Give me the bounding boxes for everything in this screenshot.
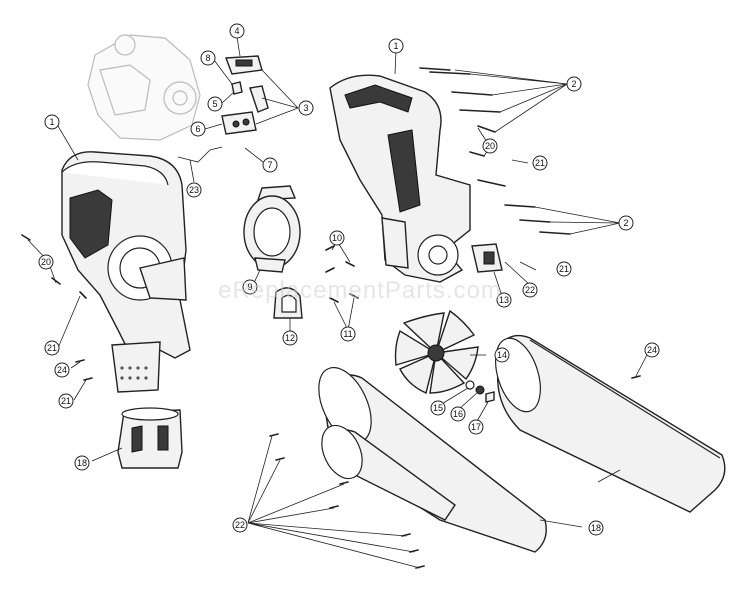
callout-16: 16: [450, 406, 466, 422]
callout-24-right: 24: [644, 342, 660, 358]
screws: [21, 67, 641, 569]
svg-text:1: 1: [49, 117, 54, 127]
callout-14: 14: [494, 347, 510, 363]
engine-reference-ghost: [87, 34, 201, 141]
callout-15: 15: [430, 400, 446, 416]
callout-bubbles: 1 1 2 2 3 4 5 6 7 8 9 10 11 12 13 14 15 …: [38, 23, 660, 536]
right-housing-half: [329, 74, 471, 283]
callout-20-right: 20: [482, 138, 498, 154]
callout-1-left: 1: [44, 114, 60, 130]
callout-22-a: 22: [522, 282, 538, 298]
callout-21-c: 21: [44, 340, 60, 356]
callout-18-bottom: 18: [588, 520, 604, 536]
callout-4: 4: [229, 23, 245, 39]
svg-text:16: 16: [453, 409, 463, 419]
svg-text:23: 23: [189, 185, 199, 195]
svg-text:13: 13: [499, 295, 509, 305]
rod-23: [177, 146, 223, 163]
svg-text:24: 24: [57, 365, 67, 375]
svg-text:12: 12: [285, 333, 295, 343]
callout-21-b: 21: [556, 261, 572, 277]
fan-cover-plate: [243, 185, 301, 273]
svg-text:18: 18: [591, 523, 601, 533]
callout-20-left: 20: [38, 254, 54, 270]
callout-2-upper: 2: [566, 76, 582, 92]
svg-text:24: 24: [647, 345, 657, 355]
callout-23: 23: [186, 182, 202, 198]
svg-text:18: 18: [77, 458, 87, 468]
svg-text:3: 3: [303, 103, 308, 113]
callout-18-left: 18: [74, 455, 90, 471]
svg-text:6: 6: [195, 124, 200, 134]
washers-and-nut: [465, 380, 495, 403]
svg-text:14: 14: [497, 350, 507, 360]
svg-text:15: 15: [433, 403, 443, 413]
svg-text:22: 22: [235, 520, 245, 530]
callout-21-d: 21: [58, 393, 74, 409]
callout-21-a: 21: [532, 155, 548, 171]
bracket-part: [273, 287, 303, 319]
callout-5: 5: [207, 96, 223, 112]
svg-text:4: 4: [234, 26, 239, 36]
svg-text:2: 2: [571, 79, 576, 89]
svg-text:21: 21: [61, 396, 71, 406]
svg-text:8: 8: [205, 53, 210, 63]
svg-text:11: 11: [343, 329, 352, 339]
bag-adapter-ring: [117, 407, 183, 469]
callout-6: 6: [190, 121, 206, 137]
blower-tube-upper: [495, 334, 726, 513]
housing-vent-dots: [120, 366, 148, 380]
callout-3: 3: [298, 100, 314, 116]
callout-12: 12: [282, 330, 298, 346]
svg-text:1: 1: [393, 41, 398, 51]
callout-24-left: 24: [54, 362, 70, 378]
svg-text:17: 17: [471, 422, 481, 432]
svg-text:2: 2: [623, 218, 628, 228]
switch-assembly-parts: [221, 55, 269, 135]
impeller-fan: [394, 309, 479, 394]
svg-text:20: 20: [41, 257, 51, 267]
left-housing-half: [61, 151, 191, 393]
callout-13: 13: [496, 292, 512, 308]
callout-2-lower: 2: [618, 215, 634, 231]
callout-9: 9: [242, 279, 258, 295]
callout-1-right: 1: [388, 38, 404, 54]
svg-text:21: 21: [47, 343, 57, 353]
svg-text:9: 9: [247, 282, 252, 292]
callout-8: 8: [200, 50, 216, 66]
svg-text:22: 22: [525, 285, 535, 295]
svg-text:10: 10: [332, 233, 342, 243]
svg-text:21: 21: [559, 264, 569, 274]
watermark-text: eReplacementParts.com: [218, 277, 502, 304]
svg-text:7: 7: [267, 160, 272, 170]
callout-17: 17: [468, 419, 484, 435]
callout-22-b: 22: [232, 517, 248, 533]
svg-text:20: 20: [485, 141, 495, 151]
svg-text:5: 5: [212, 99, 217, 109]
blower-tube-lower: [318, 366, 547, 553]
small-bracket-13: [471, 243, 503, 273]
callout-11: 11: [340, 326, 356, 342]
callout-10: 10: [329, 230, 345, 246]
callout-7: 7: [262, 157, 278, 173]
svg-text:21: 21: [535, 158, 545, 168]
